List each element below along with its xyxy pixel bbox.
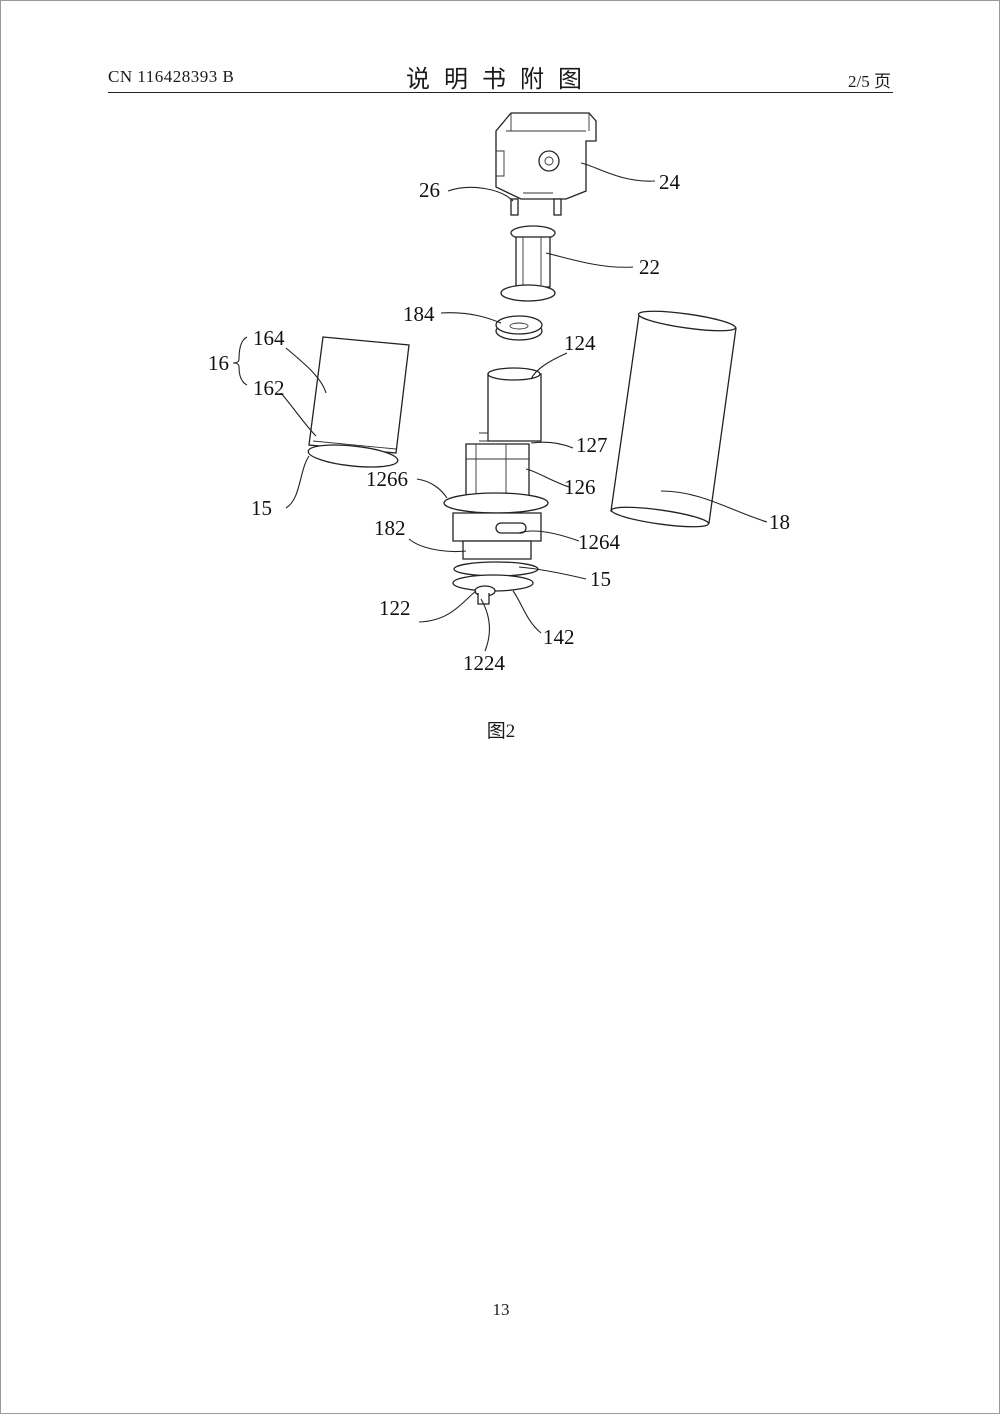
part-sleeve bbox=[610, 310, 737, 528]
label-1266: 1266 bbox=[366, 467, 408, 491]
label-122: 122 bbox=[379, 596, 411, 620]
label-16: 16 bbox=[208, 351, 229, 375]
label-124: 124 bbox=[564, 331, 596, 355]
label-24: 24 bbox=[659, 170, 681, 194]
header-divider bbox=[108, 92, 893, 93]
label-126: 126 bbox=[564, 475, 596, 499]
page-count: 2/5 页 bbox=[848, 72, 891, 91]
label-184: 184 bbox=[403, 302, 435, 326]
exploded-view-drawing: 24 26 22 184 124 16 164 162 127 1266 126… bbox=[208, 112, 790, 675]
part-main-body bbox=[443, 367, 549, 577]
label-18: 18 bbox=[769, 510, 790, 534]
label-142: 142 bbox=[543, 625, 575, 649]
label-26: 26 bbox=[419, 178, 440, 202]
part-top-cap bbox=[495, 112, 597, 216]
page-number: 13 bbox=[492, 1300, 510, 1319]
reference-numerals: 24 26 22 184 124 16 164 162 127 1266 126… bbox=[208, 170, 790, 675]
label-127: 127 bbox=[576, 433, 608, 457]
part-container bbox=[307, 336, 410, 468]
label-15-right: 15 bbox=[590, 567, 611, 591]
label-1224: 1224 bbox=[463, 651, 506, 675]
label-182: 182 bbox=[374, 516, 406, 540]
label-162: 162 bbox=[253, 376, 285, 400]
label-1264: 1264 bbox=[578, 530, 621, 554]
part-seal-ring bbox=[495, 315, 543, 341]
patent-number: CN 116428393 B bbox=[108, 67, 235, 86]
label-22: 22 bbox=[639, 255, 660, 279]
part-spindle bbox=[500, 225, 556, 302]
leader-lines bbox=[232, 162, 768, 652]
figure-caption: 图2 bbox=[486, 721, 516, 742]
part-base bbox=[452, 574, 534, 605]
label-15-left: 15 bbox=[251, 496, 272, 520]
label-164: 164 bbox=[253, 326, 285, 350]
page-title: 说明书附图 bbox=[406, 65, 596, 93]
